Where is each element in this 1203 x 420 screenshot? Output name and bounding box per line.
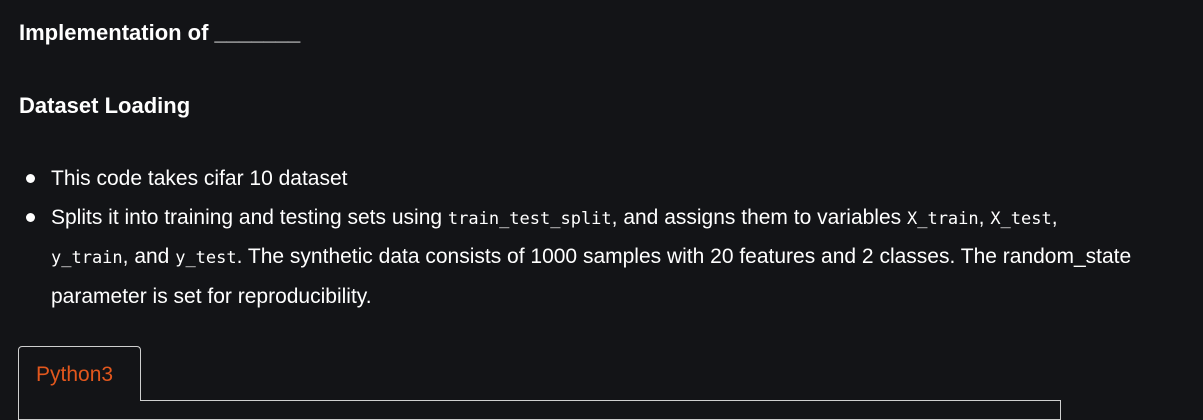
list-item: This code takes cifar 10 dataset — [19, 160, 1139, 199]
inline-code-y-test: y_test — [175, 248, 237, 268]
bullet-icon — [26, 174, 35, 183]
list-item: Splits it into training and testing sets… — [19, 199, 1139, 317]
bullet-text: , and — [122, 245, 176, 268]
dataset-loading-heading: Dataset Loading — [19, 93, 191, 118]
implementation-heading: Implementation of _______ — [19, 20, 301, 45]
inline-code-x-train: X_train — [906, 208, 979, 229]
bullet-text: . The synthetic data consists of 1000 sa… — [51, 245, 1132, 308]
bullet-text: Splits it into training and testing sets… — [51, 205, 448, 229]
inline-code-train-test-split: train_test_split — [447, 208, 612, 229]
bullet-text: This code takes cifar 10 dataset — [51, 167, 348, 190]
inline-code-x-test: X_test — [990, 208, 1052, 229]
bullet-list: This code takes cifar 10 dataset Splits … — [19, 160, 1139, 316]
bullet-text: , — [1051, 205, 1058, 229]
code-block — [18, 400, 1061, 420]
tab-python3[interactable]: Python3 — [18, 346, 141, 401]
inline-code-y-train: y_train — [51, 248, 123, 268]
code-tabs: Python3 — [18, 346, 1061, 420]
tab-label: Python3 — [36, 363, 114, 386]
bullet-text: , — [978, 205, 991, 229]
bullet-text: , and assigns them to variables — [611, 205, 907, 229]
bullet-icon — [26, 212, 35, 222]
